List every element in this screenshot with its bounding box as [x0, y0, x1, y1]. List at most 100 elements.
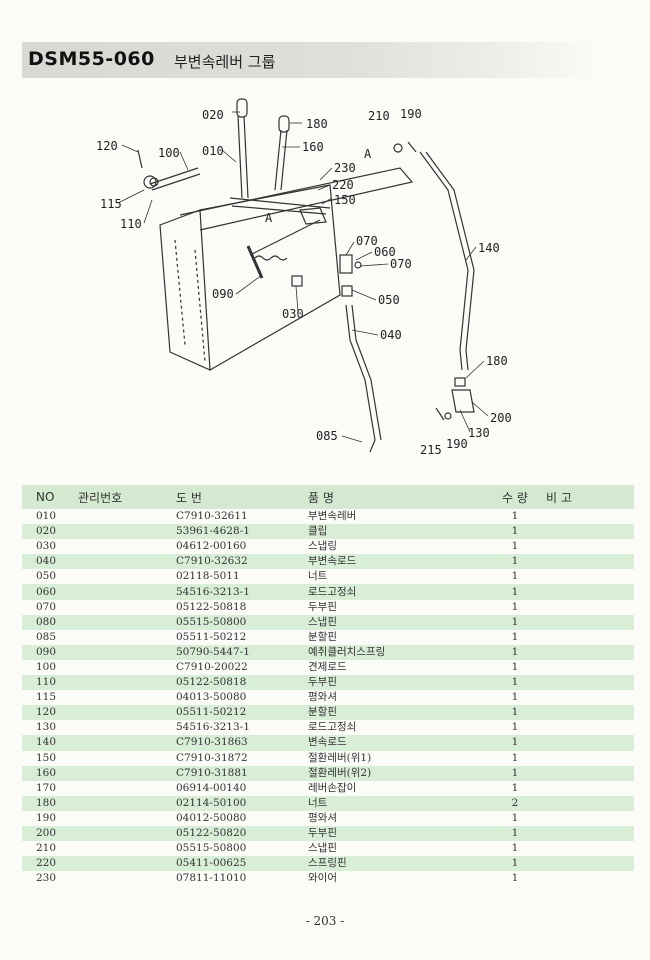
table-header-row: NO 관리번호 도 번 품 명 수 량 비 고: [22, 485, 634, 509]
cell-remarks: [546, 780, 634, 796]
cell-remarks: [546, 554, 634, 570]
cell-part-no: 53961-4628-1: [172, 524, 294, 540]
cell-no: 130: [22, 720, 78, 736]
cell-part-no: 05411-00625: [172, 856, 294, 872]
cell-qty: 1: [484, 780, 546, 796]
cell-qty: 1: [484, 509, 546, 525]
cell-part-name: 두부핀: [294, 825, 484, 842]
cell-qty: 2: [484, 795, 546, 811]
cell-remarks: [546, 795, 634, 811]
cell-part-no: 05515-50800: [172, 614, 294, 630]
cell-remarks: [546, 810, 634, 826]
cell-part-name: 평와셔: [294, 810, 484, 826]
cell-no: 060: [22, 584, 78, 600]
cell-part-name: 와이어: [294, 871, 484, 887]
cell-part-name: 두부핀: [294, 675, 484, 691]
callout-020: 020: [202, 108, 224, 122]
cell-part-no: 05122-50820: [172, 825, 294, 842]
cell-remarks: [546, 856, 634, 872]
cell-no: 020: [22, 524, 78, 540]
cell-qty: 1: [484, 569, 546, 585]
cell-remarks: [546, 675, 634, 691]
cell-remarks: [546, 599, 634, 615]
cell-part-no: C7910-32611: [172, 509, 294, 525]
callout-190-bottom: 190: [446, 437, 468, 451]
cell-mgmt-no: [78, 750, 172, 766]
cell-qty: 1: [484, 856, 546, 872]
cell-part-name: 두부핀: [294, 599, 484, 615]
cell-part-no: 02114-50100: [172, 795, 294, 811]
cell-no: 115: [22, 690, 78, 706]
header-qty: 수 량: [484, 485, 546, 509]
cell-part-no: 04612-00160: [172, 539, 294, 555]
cell-qty: 1: [484, 659, 546, 676]
cell-part-name: 절환레버(위1): [294, 750, 484, 766]
cell-part-no: 05511-50212: [172, 629, 294, 645]
cell-part-no: 05511-50212: [172, 705, 294, 721]
cell-remarks: [546, 584, 634, 600]
cell-no: 010: [22, 509, 78, 525]
cell-remarks: [546, 690, 634, 706]
cell-remarks: [546, 644, 634, 660]
callout-050: 050: [378, 293, 400, 307]
diagram-drawing: [137, 98, 475, 453]
cell-part-no: 05122-50818: [172, 599, 294, 615]
header-part-name: 품 명: [294, 485, 484, 509]
cell-qty: 1: [484, 810, 546, 826]
cell-mgmt-no: [78, 795, 172, 811]
group-name: 부변속레버 그룹: [174, 53, 276, 71]
callout-070: 070: [390, 257, 412, 271]
cell-qty: 1: [484, 614, 546, 630]
cell-no: 030: [22, 539, 78, 555]
title-bar: DSM55-060 부변속레버 그룹: [22, 42, 598, 78]
cell-mgmt-no: [78, 584, 172, 600]
cell-part-no: C7910-31872: [172, 750, 294, 766]
cell-no: 150: [22, 750, 78, 766]
cell-mgmt-no: [78, 659, 172, 676]
cell-mgmt-no: [78, 599, 172, 615]
cell-no: 190: [22, 810, 78, 826]
cell-part-name: 스냅핀: [294, 841, 484, 857]
diagram-leaders: [117, 111, 489, 443]
cell-remarks: [546, 539, 634, 555]
cell-qty: 1: [484, 524, 546, 540]
cell-remarks: [546, 569, 634, 585]
cell-qty: 1: [484, 690, 546, 706]
cell-part-name: 로드고정쇠: [294, 720, 484, 736]
cell-qty: 1: [484, 629, 546, 645]
cell-mgmt-no: [78, 705, 172, 721]
cell-remarks: [546, 509, 634, 525]
callout-080: 070: [356, 234, 378, 248]
cell-part-name: 레버손잡이: [294, 780, 484, 796]
callout-040: 040: [380, 328, 402, 342]
cell-part-no: C7910-31881: [172, 765, 294, 781]
cell-mgmt-no: [78, 841, 172, 857]
cell-part-no: 04012-50080: [172, 810, 294, 826]
cell-mgmt-no: [78, 509, 172, 525]
cell-part-name: 클립: [294, 524, 484, 540]
cell-no: 140: [22, 735, 78, 751]
cell-qty: 1: [484, 675, 546, 691]
cell-no: 110: [22, 675, 78, 691]
callout-170: 180: [306, 117, 328, 131]
cell-no: 160: [22, 765, 78, 781]
callout-180: 180: [486, 354, 508, 368]
cell-mgmt-no: [78, 524, 172, 540]
cell-no: 040: [22, 554, 78, 570]
cell-remarks: [546, 614, 634, 630]
callout-215: 215: [420, 443, 442, 457]
